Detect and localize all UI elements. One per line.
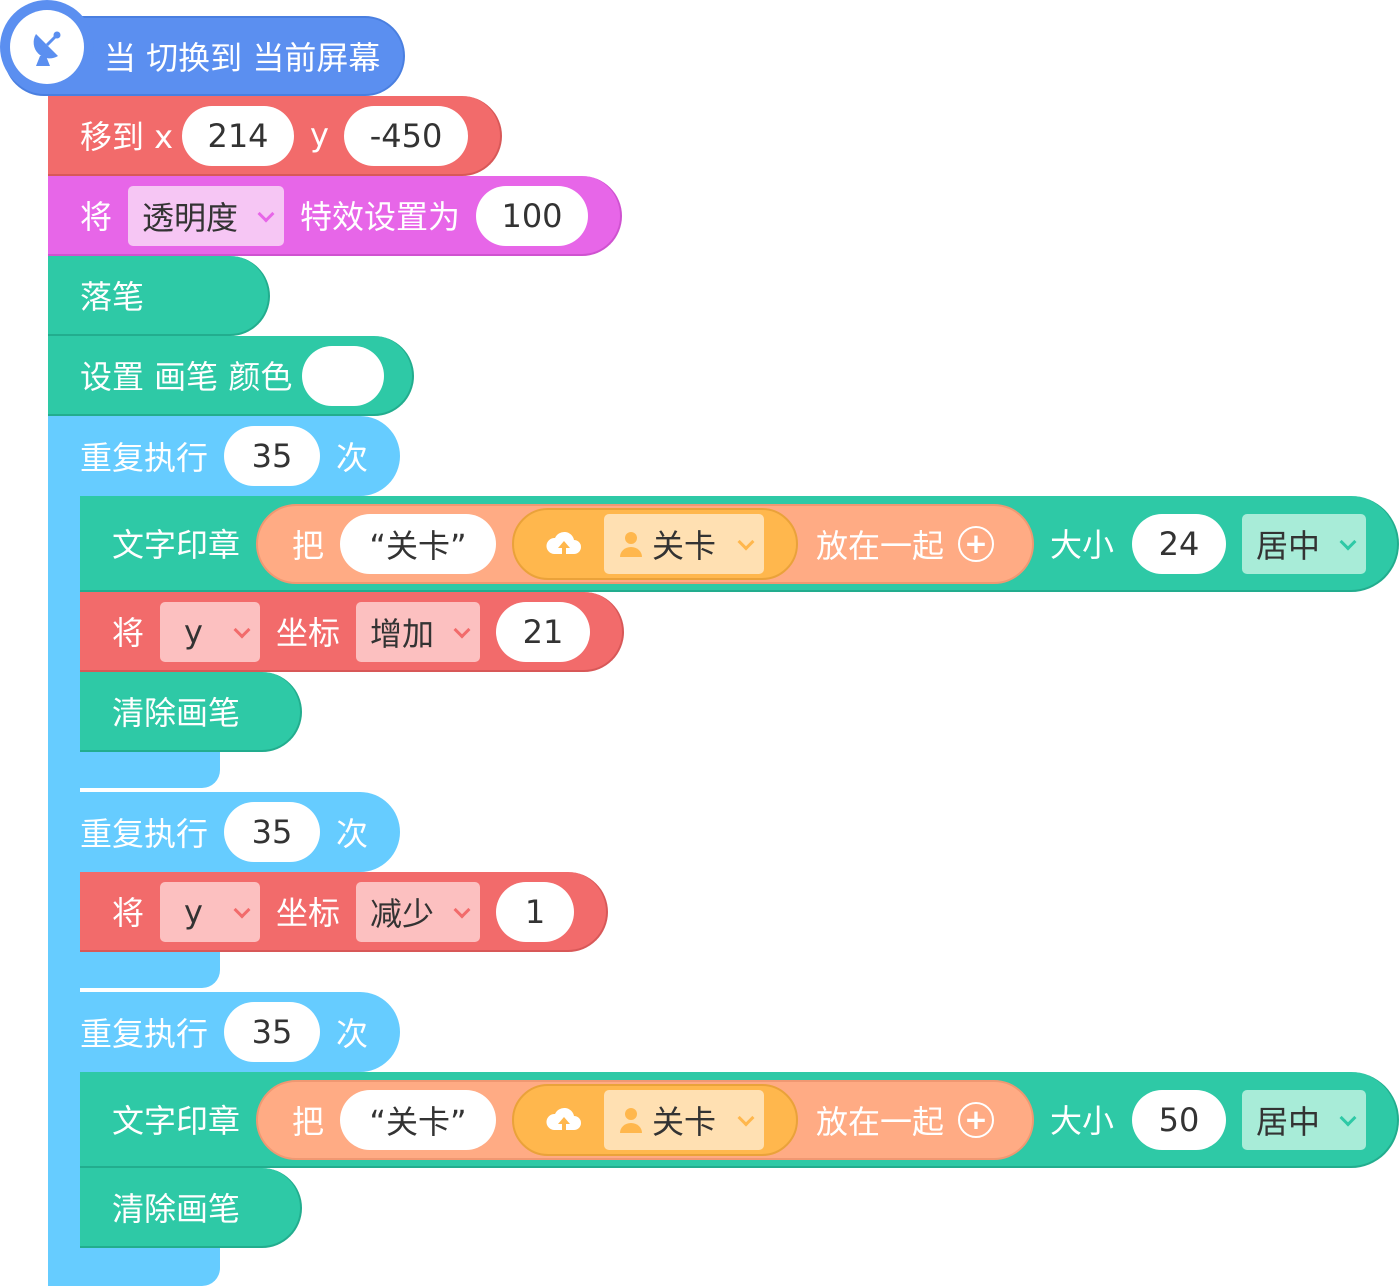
hat-label: 当 切换到 当前屏幕 xyxy=(104,39,381,77)
change-y-label: 将 xyxy=(112,894,145,932)
text-stamp-block[interactable]: 文字印章 把 “关卡” 关卡 放在一起 + 大小 24 居中 xyxy=(80,496,1399,592)
variable-name: 关卡 xyxy=(652,527,717,565)
join-reporter[interactable]: 把 “关卡” 关卡 放在一起 + xyxy=(256,1080,1034,1160)
chevron-down-icon xyxy=(233,901,251,919)
size-input[interactable]: 50 xyxy=(1132,1090,1226,1150)
axis-value: y xyxy=(184,893,203,931)
pen-down-label: 落笔 xyxy=(80,278,145,316)
repeat-1-times-input[interactable]: 35 xyxy=(224,426,320,486)
list-reporter[interactable]: 关卡 xyxy=(512,1084,798,1156)
effect-dropdown-value: 透明度 xyxy=(142,199,239,237)
join-text-input[interactable]: “关卡” xyxy=(340,1090,496,1150)
change-value-input[interactable]: 1 xyxy=(496,882,574,942)
align-dropdown[interactable]: 居中 xyxy=(1242,1090,1366,1150)
clear-pen-label: 清除画笔 xyxy=(112,694,241,732)
coord-label: 坐标 xyxy=(276,894,341,932)
effect-value-input[interactable]: 100 xyxy=(476,186,588,246)
operation-dropdown[interactable]: 增加 xyxy=(356,602,480,662)
join-label: 把 xyxy=(292,1103,325,1141)
text-stamp-block[interactable]: 文字印章 把 “关卡” 关卡 放在一起 + 大小 50 居中 xyxy=(80,1072,1399,1168)
cloud-upload-icon xyxy=(544,528,584,570)
change-y-label: 将 xyxy=(112,614,145,652)
align-value: 居中 xyxy=(1256,527,1321,565)
repeat-2-label: 重复执行 xyxy=(80,815,209,853)
list-reporter[interactable]: 关卡 xyxy=(512,508,798,580)
y-label: y xyxy=(310,116,329,154)
clear-pen-block[interactable]: 清除画笔 xyxy=(80,1168,302,1248)
effect-dropdown[interactable]: 透明度 xyxy=(128,186,284,246)
join-suffix: 放在一起 xyxy=(816,1103,945,1141)
y-input[interactable]: -450 xyxy=(344,106,468,166)
chevron-down-icon xyxy=(257,205,275,223)
axis-dropdown[interactable]: y xyxy=(160,602,260,662)
stamp-1-label: 文字印章 xyxy=(112,526,241,564)
change-value-input[interactable]: 21 xyxy=(496,602,590,662)
join-label: 把 xyxy=(292,527,325,565)
pen-color-swatch[interactable] xyxy=(302,346,384,406)
operation-value: 减少 xyxy=(370,895,435,933)
clear-pen-block[interactable]: 清除画笔 xyxy=(80,672,302,752)
person-icon xyxy=(620,1108,642,1133)
repeat-3-times-input[interactable]: 35 xyxy=(224,1002,320,1062)
chevron-down-icon xyxy=(737,533,755,551)
repeat-2-suffix: 次 xyxy=(336,815,369,853)
size-input[interactable]: 24 xyxy=(1132,514,1226,574)
set-pen-color-block[interactable]: 设置 画笔 颜色 xyxy=(48,336,414,416)
chevron-down-icon xyxy=(233,621,251,639)
satellite-dish-icon xyxy=(0,0,94,94)
size-label: 大小 xyxy=(1050,526,1115,564)
repeat-1-label: 重复执行 xyxy=(80,439,209,477)
person-icon xyxy=(620,532,642,557)
move-to-block[interactable]: 移到 x 214 y -450 xyxy=(48,96,502,176)
pen-down-block[interactable]: 落笔 xyxy=(48,256,270,336)
variable-name: 关卡 xyxy=(652,1103,717,1141)
repeat-2-bottom-cap xyxy=(48,952,220,988)
chevron-down-icon xyxy=(737,1109,755,1127)
align-value: 居中 xyxy=(1256,1103,1321,1141)
repeat-1-suffix: 次 xyxy=(336,439,369,477)
change-y-block[interactable]: 将 y 坐标 减少 1 xyxy=(80,872,608,952)
effect-suffix-label: 特效设置为 xyxy=(300,198,461,236)
align-dropdown[interactable]: 居中 xyxy=(1242,514,1366,574)
chevron-down-icon xyxy=(1339,1109,1357,1127)
operation-value: 增加 xyxy=(370,615,435,653)
repeat-1-bottom-cap xyxy=(48,752,220,788)
operation-dropdown[interactable]: 减少 xyxy=(356,882,480,942)
set-effect-block[interactable]: 将 透明度 特效设置为 100 xyxy=(48,176,622,256)
stamp-2-label: 文字印章 xyxy=(112,1102,241,1140)
chevron-down-icon xyxy=(453,901,471,919)
x-input[interactable]: 214 xyxy=(182,106,294,166)
plus-icon[interactable]: + xyxy=(958,1102,994,1138)
coord-label: 坐标 xyxy=(276,614,341,652)
repeat-2-times-input[interactable]: 35 xyxy=(224,802,320,862)
repeat-block-3[interactable]: 重复执行 35 次 xyxy=(48,992,400,1072)
chevron-down-icon xyxy=(1339,533,1357,551)
join-reporter[interactable]: 把 “关卡” 关卡 放在一起 + xyxy=(256,504,1034,584)
plus-icon[interactable]: + xyxy=(958,526,994,562)
repeat-3-suffix: 次 xyxy=(336,1015,369,1053)
repeat-block-1[interactable]: 重复执行 35 次 xyxy=(48,416,400,496)
repeat-block-2[interactable]: 重复执行 35 次 xyxy=(48,792,400,872)
pen-color-label: 设置 画笔 颜色 xyxy=(80,358,293,396)
cloud-upload-icon xyxy=(544,1104,584,1146)
join-text-input[interactable]: “关卡” xyxy=(340,514,496,574)
repeat-3-label: 重复执行 xyxy=(80,1015,209,1053)
variable-dropdown[interactable]: 关卡 xyxy=(604,1090,764,1150)
axis-value: y xyxy=(184,613,203,651)
clear-pen-label: 清除画笔 xyxy=(112,1190,241,1228)
change-y-block[interactable]: 将 y 坐标 增加 21 xyxy=(80,592,624,672)
move-to-label: 移到 x xyxy=(80,118,174,156)
chevron-down-icon xyxy=(453,621,471,639)
join-suffix: 放在一起 xyxy=(816,527,945,565)
axis-dropdown[interactable]: y xyxy=(160,882,260,942)
repeat-3-bottom-cap xyxy=(48,1248,220,1286)
size-label: 大小 xyxy=(1050,1102,1115,1140)
variable-dropdown[interactable]: 关卡 xyxy=(604,514,764,574)
effect-label: 将 xyxy=(80,198,113,236)
